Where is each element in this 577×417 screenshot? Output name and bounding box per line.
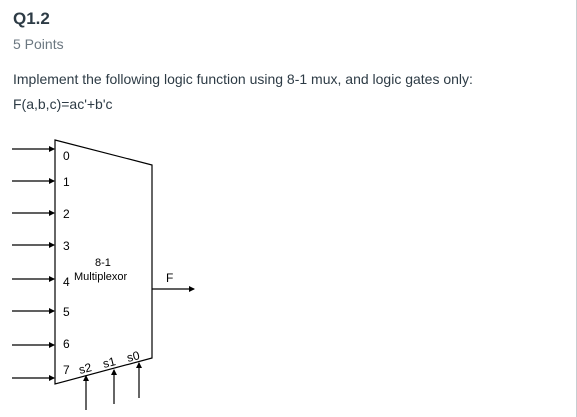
input-label-5: 5 bbox=[63, 305, 70, 319]
select-label-s0: s0 bbox=[125, 348, 141, 365]
mux-label-line1: 8-1 bbox=[95, 257, 111, 269]
input-label-6: 6 bbox=[63, 337, 70, 351]
mux-body bbox=[54, 139, 153, 385]
input-label-3: 3 bbox=[63, 239, 70, 253]
input-label-2: 2 bbox=[63, 207, 70, 221]
input-label-4: 4 bbox=[63, 275, 70, 289]
input-label-0: 0 bbox=[63, 149, 70, 163]
input-label-1: 1 bbox=[63, 175, 70, 189]
output-label: F bbox=[166, 271, 173, 285]
question-points: 5 Points bbox=[13, 36, 64, 52]
input-label-7: 7 bbox=[63, 363, 70, 377]
question-title: Q1.2 bbox=[13, 9, 50, 28]
logic-function: F(a,b,c)=ac'+b'c bbox=[13, 96, 113, 112]
question-prompt: Implement the following logic function u… bbox=[13, 71, 473, 87]
select-label-s2: s2 bbox=[77, 360, 93, 377]
mux-label-line2: Multiplexor bbox=[74, 271, 128, 283]
select-label-s1: s1 bbox=[101, 354, 117, 371]
